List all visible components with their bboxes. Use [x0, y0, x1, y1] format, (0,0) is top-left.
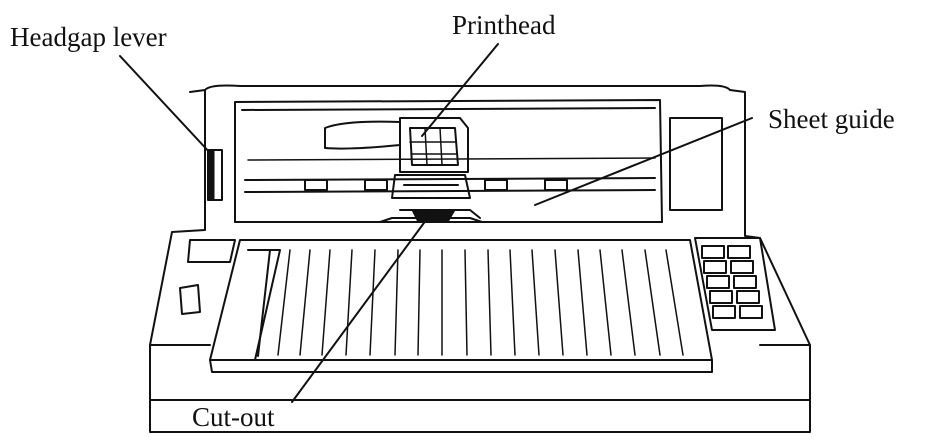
cut-out-notch — [234, 209, 663, 223]
paper-table — [209, 239, 713, 373]
control-keypad — [694, 237, 776, 331]
leader-printhead — [421, 43, 499, 137]
top-cover — [234, 99, 723, 223]
headgap-lever-label: Headgap lever — [10, 22, 167, 52]
leader-lines — [119, 43, 753, 403]
leader-sheet-guide — [534, 117, 753, 206]
printhead-label: Printhead — [452, 10, 556, 40]
printer-body — [149, 84, 811, 433]
headgap-lever-shape — [207, 149, 223, 201]
leader-headgap — [119, 55, 213, 156]
sheet-guide-label: Sheet guide — [768, 104, 895, 134]
cut-out-label: Cut-out — [192, 402, 275, 432]
leader-cut-out — [291, 211, 433, 403]
left-panel — [179, 239, 236, 315]
printhead-carriage — [391, 117, 471, 199]
